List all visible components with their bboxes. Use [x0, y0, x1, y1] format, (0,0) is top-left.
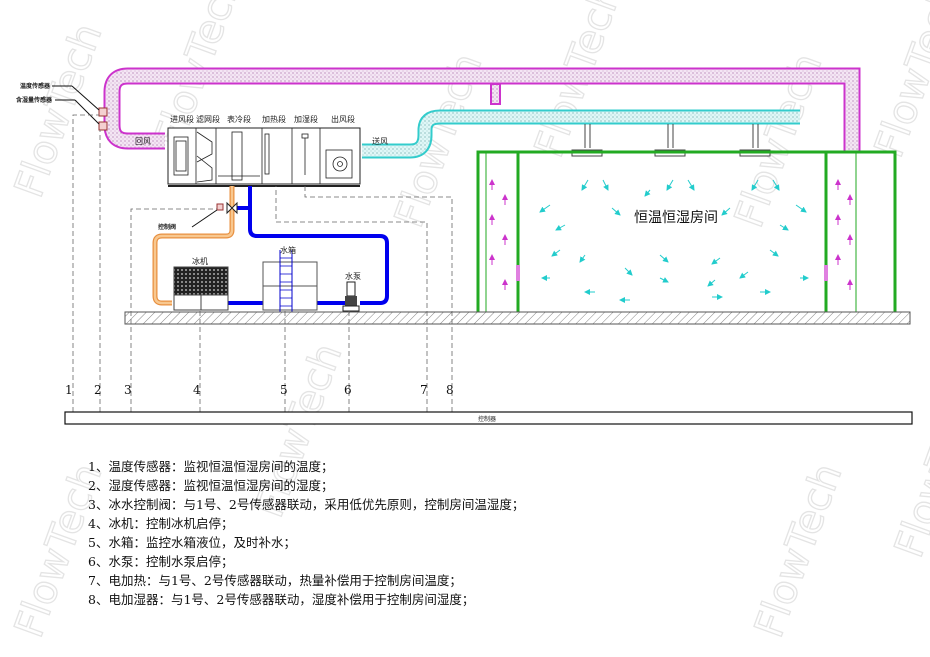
svg-text:2: 2 [94, 383, 102, 397]
control-point-numbers: 1 2 3 4 5 6 7 8 [65, 383, 454, 397]
note-item: 7、电加热：与1号、2号传感器联动，热量补偿用于控制房间温度； [88, 573, 462, 588]
humidity-sensor-label: 含湿量传感器 [16, 96, 53, 104]
chilled-water-pipes [152, 186, 389, 306]
air-handling-unit: 进风段 滤网段 表冷段 加热段 加湿段 出风段 回风 送风 [135, 114, 388, 187]
ahu-section-label: 表冷段 [227, 114, 251, 124]
airflow-arrows [539, 179, 809, 303]
return-air-label: 回风 [135, 137, 151, 146]
svg-text:FlowTech: FlowTech [886, 378, 930, 564]
svg-text:控制器: 控制器 [478, 415, 496, 423]
svg-text:5: 5 [280, 383, 288, 397]
svg-text:冰机: 冰机 [192, 256, 208, 266]
control-signal-lines [72, 114, 453, 412]
water-pump: 水泵 [342, 271, 361, 312]
return-airflow-arrows [489, 179, 853, 290]
svg-text:FlowTech: FlowTech [6, 18, 111, 204]
svg-text:4: 4 [193, 383, 201, 397]
svg-text:6: 6 [344, 383, 352, 397]
note-item: 4、冰机：控制冰机启停； [88, 516, 234, 531]
note-item: 1、温度传感器：监视恒温恒湿房间的温度； [88, 459, 334, 474]
ahu-section-label: 进风段 [170, 114, 194, 124]
ahu-section-label: 出风段 [331, 114, 355, 124]
note-item: 2、湿度传感器：监视恒温恒湿房间的湿度； [88, 478, 334, 493]
supply-air-label: 送风 [372, 136, 388, 146]
svg-text:水箱: 水箱 [280, 245, 296, 255]
water-tank: 水箱 [262, 245, 318, 312]
supply-air-duct [362, 109, 800, 159]
floor [124, 311, 911, 325]
svg-text:1: 1 [65, 383, 73, 397]
controller: 控制器 [64, 411, 913, 425]
ahu-section-label: 滤网段 [196, 114, 220, 124]
control-valve: 控制阀 [158, 201, 238, 231]
ahu-section-label: 加热段 [262, 114, 286, 124]
note-item: 8、电加湿器：与1号、2号传感器联动，湿度补偿用于控制房间湿度； [88, 592, 475, 607]
room-title: 恒温恒湿房间 [634, 210, 718, 226]
svg-text:FlowTech: FlowTech [866, 0, 930, 163]
svg-text:3: 3 [124, 383, 132, 397]
clean-room: 恒温恒湿房间 [476, 150, 897, 312]
ahu-section-label: 加湿段 [294, 114, 318, 124]
control-valve-label: 控制阀 [158, 223, 176, 231]
temperature-sensor-label: 温度传感器 [20, 82, 51, 90]
chiller: 冰机 [173, 256, 229, 311]
note-item: 3、冰水控制阀：与1号、2号传感器联动，采用低优先原则，控制房间温湿度； [88, 497, 525, 512]
return-air-duct [103, 67, 861, 152]
svg-text:8: 8 [446, 383, 454, 397]
svg-text:水泵: 水泵 [345, 271, 361, 281]
legend-notes: 1、温度传感器：监视恒温恒湿房间的温度； 2、湿度传感器：监视恒温恒湿房间的湿度… [88, 457, 524, 609]
svg-text:7: 7 [420, 383, 428, 397]
note-item: 5、水箱：监控水箱液位，及时补水； [88, 535, 296, 550]
sensors: 温度传感器 含湿量传感器 [16, 82, 108, 131]
svg-text:FlowTech: FlowTech [746, 458, 851, 644]
note-item: 6、水泵：控制水泵启停； [88, 554, 234, 569]
